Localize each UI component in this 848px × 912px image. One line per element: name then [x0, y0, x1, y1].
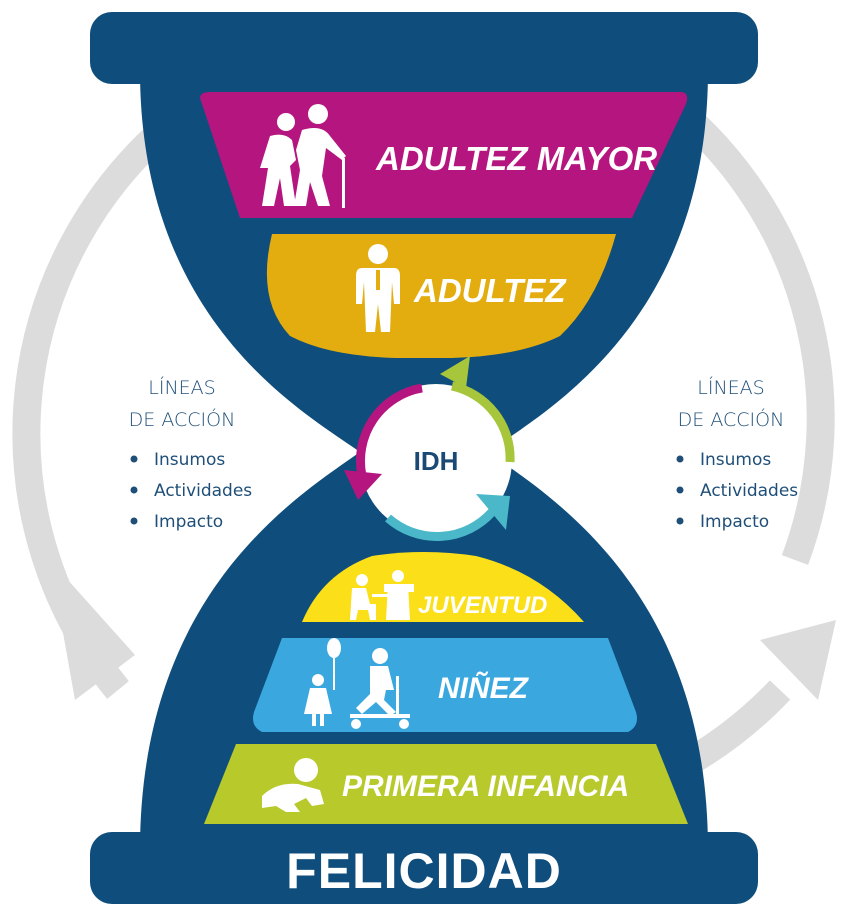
hourglass-top-bar	[90, 12, 758, 84]
right-item-impacto: Impacto	[700, 512, 769, 532]
adult-man-icon	[356, 244, 400, 332]
youth-study-icon	[350, 570, 414, 620]
left-action-lines: LÍNEAS DE ACCIÓN Insumos Actividades Imp…	[129, 376, 253, 532]
bullet-icon	[130, 517, 138, 525]
right-cycle-arrowhead	[760, 620, 836, 700]
left-item-insumos: Insumos	[154, 450, 225, 470]
idh-cycle: IDH	[344, 356, 515, 542]
bullet-icon	[676, 517, 684, 525]
right-cycle-arc	[651, 83, 835, 565]
idh-green-arrowhead	[440, 356, 470, 388]
juventud-label: JUVENTUD	[418, 592, 547, 619]
crawling-baby-icon	[262, 758, 324, 812]
primera-infancia-label: PRIMERA INFANCIA	[342, 770, 629, 803]
right-title-line1: LÍNEAS	[697, 376, 764, 399]
left-item-impacto: Impacto	[154, 512, 223, 532]
idh-teal-arc	[385, 508, 496, 542]
left-title-line1: LÍNEAS	[148, 376, 215, 399]
right-item-actividades: Actividades	[700, 481, 798, 501]
right-item-insumos: Insumos	[700, 450, 771, 470]
elderly-couple-icon	[260, 104, 346, 208]
ninez-band-shape	[253, 638, 637, 732]
band-adultez-mayor: ADULTEZ MAYOR	[200, 92, 688, 218]
right-action-lines: LÍNEAS DE ACCIÓN Insumos Actividades Imp…	[676, 376, 798, 532]
children-playing-icon	[304, 638, 410, 729]
bullet-icon	[676, 486, 684, 494]
ninez-label: NIÑEZ	[438, 671, 530, 705]
left-cycle-arc	[12, 109, 184, 699]
idh-teal-arrowhead	[476, 494, 510, 530]
bullet-icon	[130, 455, 138, 463]
idh-circle	[360, 384, 512, 536]
band-juventud: JUVENTUD	[302, 552, 584, 622]
adultez-label: ADULTEZ	[413, 272, 567, 309]
cycle-arrows	[12, 83, 836, 824]
adultez-band-shape	[266, 234, 616, 358]
bullet-icon	[676, 455, 684, 463]
right-title-line2: DE ACCIÓN	[678, 407, 785, 431]
band-primera-infancia: PRIMERA INFANCIA	[204, 744, 688, 824]
band-adultez: ADULTEZ	[266, 234, 616, 358]
band-ninez: NIÑEZ	[253, 638, 637, 732]
left-cycle-arrowhead	[50, 560, 135, 700]
adultez-mayor-label: ADULTEZ MAYOR	[375, 140, 657, 177]
idh-magenta-arc	[355, 383, 423, 477]
bullet-icon	[130, 486, 138, 494]
felicidad-label: FELICIDAD	[286, 843, 562, 899]
left-item-actividades: Actividades	[154, 481, 252, 501]
idh-label: IDH	[414, 446, 459, 476]
idh-magenta-arrowhead	[344, 470, 382, 500]
primera-infancia-band-shape	[204, 744, 688, 824]
left-title-line2: DE ACCIÓN	[129, 407, 236, 431]
idh-green-arc	[450, 381, 515, 463]
